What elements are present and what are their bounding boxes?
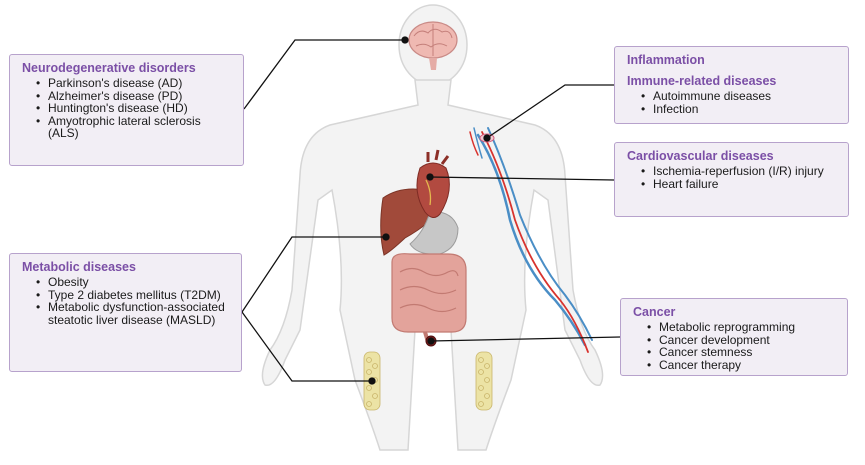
cancer-title: Cancer [633, 305, 676, 319]
inflammation-title: Inflammation [627, 53, 705, 67]
metabolic-list: Obesity Type 2 diabetes mellitus (T2DM) … [22, 276, 231, 326]
adipose-icon [366, 357, 490, 407]
connector-neuro [243, 39, 405, 110]
list-item: Ischemia-reperfusion (I/R) injury [641, 165, 838, 178]
connector-metabolic-liver [241, 236, 386, 313]
connector-lines [241, 36, 621, 385]
connector-metabolic-fat [241, 311, 372, 382]
vessel-icon [469, 127, 593, 353]
list-item: Type 2 diabetes mellitus (T2DM) [36, 288, 231, 302]
inflammation-box: Inflammation Immune-related diseases Aut… [614, 46, 849, 124]
neurodegenerative-box: Neurodegenerative disorders Parkinson's … [9, 54, 244, 166]
cardiovascular-title: Cardiovascular diseases [627, 149, 774, 163]
cancer-box: Cancer Metabolic reprogramming Cancer de… [620, 298, 848, 376]
list-item: Cancer development [647, 333, 837, 347]
list-item: Obesity [36, 276, 231, 289]
connector-cardio [429, 176, 615, 181]
metabolic-box: Metabolic diseases Obesity Type 2 diabet… [9, 253, 242, 372]
list-item: Metabolic reprogramming [647, 321, 837, 334]
list-item: Cancer stemness [647, 346, 837, 359]
list-item: Infection [641, 102, 838, 116]
cancer-list: Metabolic reprogramming Cancer developme… [633, 321, 837, 371]
list-item: Cancer therapy [647, 358, 837, 372]
list-item: Autoimmune diseases [641, 90, 838, 103]
list-item: Heart failure [641, 177, 838, 191]
neurodegenerative-list: Parkinson's disease (AD) Alzheimer's dis… [22, 77, 233, 140]
immune-related-title: Immune-related diseases [627, 74, 777, 88]
intestine-icon [391, 253, 467, 343]
list-item: Amyotrophic lateral sclerosis (ALS) [36, 114, 233, 140]
immune-list: Autoimmune diseases Infection [627, 90, 838, 115]
brain-icon [408, 21, 458, 70]
list-item: Parkinson's disease (AD) [36, 77, 233, 90]
connector-inflammation [486, 84, 614, 139]
adipose-icon [363, 351, 493, 411]
list-item: Alzheimer's disease (PD) [36, 89, 233, 103]
list-item: Huntington's disease (HD) [36, 102, 233, 115]
cardiovascular-list: Ischemia-reperfusion (I/R) injury Heart … [627, 165, 838, 190]
neurodegenerative-title: Neurodegenerative disorders [22, 61, 196, 75]
connector-cancer [430, 336, 621, 342]
cardiovascular-box: Cardiovascular diseases Ischemia-reperfu… [614, 142, 849, 217]
list-item: Metabolic dysfunction-associated steatot… [36, 301, 231, 326]
metabolic-title: Metabolic diseases [22, 260, 136, 274]
